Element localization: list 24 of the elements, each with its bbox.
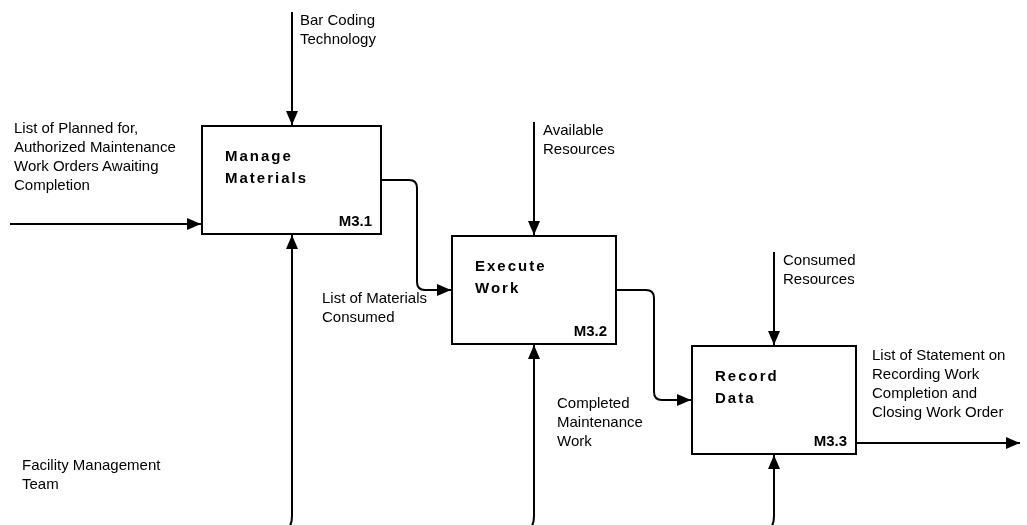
flow-label: List of Statement on Recording Work Completion and Closing Work Order — [872, 345, 1007, 421]
process-number: M3.3 — [813, 432, 847, 449]
arrow — [528, 121, 540, 236]
flow-label: List of Planned for, Authorized Maintenance Work Orders Awaiting Completion — [14, 118, 177, 194]
process-title: Manage Materials — [225, 146, 310, 188]
arrow — [381, 179, 452, 296]
control-label: Bar Coding Technology — [300, 10, 430, 48]
control-label: Consumed Resources — [783, 250, 893, 288]
process-title: Execute Work — [475, 256, 548, 298]
arrow — [616, 289, 692, 406]
edge-label: Completed Maintenance Work — [557, 393, 644, 450]
arrow — [856, 437, 1021, 449]
process-number: M3.2 — [573, 322, 607, 339]
arrow — [9, 218, 202, 230]
arrow — [768, 251, 780, 346]
edge-label: List of Materials Consumed — [322, 288, 429, 326]
process-number: M3.1 — [338, 212, 372, 229]
control-label: Available Resources — [543, 120, 653, 158]
process-box — [451, 235, 617, 345]
arrow — [286, 11, 298, 126]
flow-label: Facility Management Team — [22, 455, 162, 493]
process-title: Record Data — [715, 366, 780, 408]
process-box — [201, 125, 382, 235]
process-box — [691, 345, 857, 455]
